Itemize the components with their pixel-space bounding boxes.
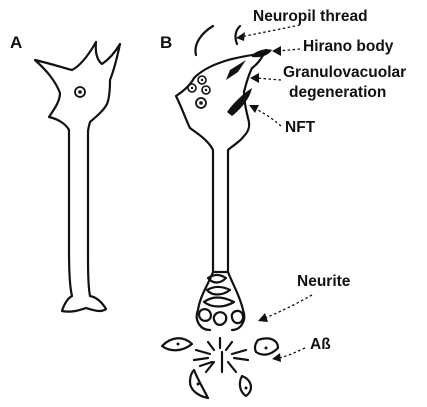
- diseased-neuron-body: [176, 50, 266, 272]
- label-granulovacuolar-1: Granulovacuolar: [283, 64, 406, 81]
- diseased-neuron-nucleolus: [199, 101, 203, 105]
- callout-abeta: Aß: [272, 336, 331, 362]
- normal-neuron-nucleolus: [78, 90, 82, 94]
- arrowhead-nft: [249, 105, 259, 113]
- label-nft: NFT: [285, 119, 316, 136]
- dystrophic-neurite: [197, 272, 245, 330]
- callout-nft: NFT: [249, 105, 316, 136]
- arrowhead-abeta: [272, 353, 281, 362]
- arrow-neurite: [265, 295, 312, 318]
- neuropil-thread-1: [195, 26, 213, 55]
- callout-hirano-body: Hirano body: [272, 38, 394, 56]
- callout-neurite: Neurite: [258, 273, 351, 322]
- label-neuropil-thread: Neuropil thread: [253, 8, 368, 25]
- diseased-neuron: [162, 26, 278, 398]
- hirano-body: [252, 49, 272, 57]
- amyloid-plaque: [194, 338, 248, 372]
- arrowhead-neurite: [258, 313, 268, 322]
- label-granulovacuolar-2: degeneration: [289, 84, 386, 101]
- arrow-nft: [254, 108, 281, 126]
- neuropil-thread-2: [236, 26, 240, 44]
- callout-neuropil-thread: Neuropil thread: [236, 8, 368, 41]
- arrow-hirano-body: [278, 49, 300, 51]
- callout-granulovacuolar: Granulovacuolar degeneration: [250, 64, 406, 101]
- panel-label-b: B: [160, 33, 172, 52]
- arrowhead-hirano-body: [272, 46, 281, 56]
- arrow-granulovacuolar: [256, 78, 281, 80]
- normal-neuron: [35, 42, 120, 312]
- label-hirano-body: Hirano body: [303, 38, 394, 55]
- arrow-abeta: [279, 348, 305, 358]
- panel-label-a: A: [10, 33, 22, 52]
- arrow-neuropil-thread: [240, 25, 300, 37]
- normal-neuron-body: [35, 42, 120, 312]
- arrowhead-neuropil-thread: [236, 32, 245, 41]
- label-abeta: Aß: [310, 336, 331, 353]
- arrowhead-granulovacuolar: [250, 73, 259, 83]
- label-neurite: Neurite: [297, 273, 351, 290]
